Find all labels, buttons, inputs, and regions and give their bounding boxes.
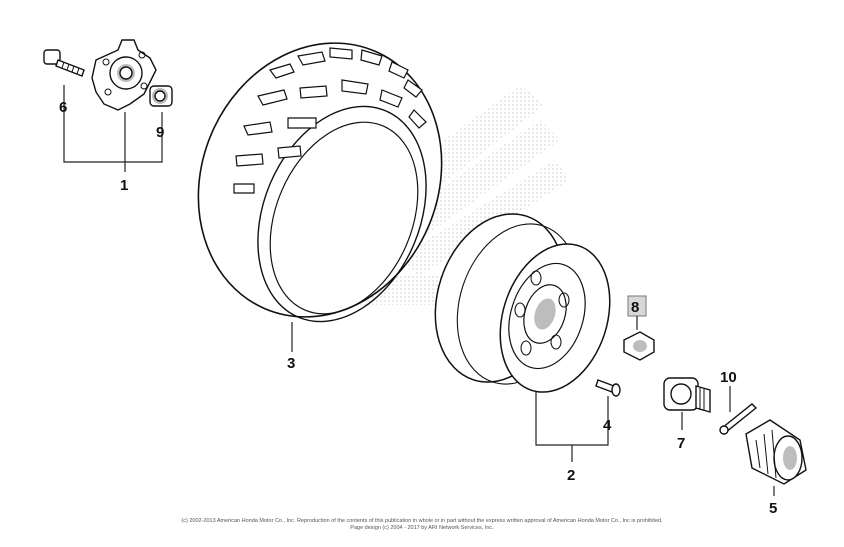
part-cotter-pin[interactable] xyxy=(719,403,758,435)
page-design-credit: Page design (c) 2004 - 2017 by ARI Netwo… xyxy=(350,525,494,531)
copyright-line: (c) 2002-2013 American Honda Motor Co., … xyxy=(181,518,663,524)
part-bolt[interactable] xyxy=(43,49,85,77)
part-wheel-cap[interactable] xyxy=(745,419,807,485)
callout-8[interactable]: 8 xyxy=(631,299,639,316)
callout-10[interactable]: 10 xyxy=(720,369,737,386)
part-castle-nut[interactable] xyxy=(663,377,711,413)
callout-3[interactable]: 3 xyxy=(287,355,295,372)
part-wheel-nut[interactable] xyxy=(623,331,655,361)
callout-9[interactable]: 9 xyxy=(156,124,164,141)
part-collar[interactable] xyxy=(149,85,173,107)
callout-6[interactable]: 6 xyxy=(59,99,67,116)
part-valve-stem[interactable] xyxy=(595,379,621,397)
callout-2[interactable]: 2 xyxy=(567,467,575,484)
part-tire[interactable] xyxy=(157,5,484,355)
callout-4[interactable]: 4 xyxy=(603,417,612,434)
tread-lugs xyxy=(233,47,427,194)
callout-1[interactable]: 1 xyxy=(120,177,128,194)
callout-5[interactable]: 5 xyxy=(769,500,777,517)
part-hub[interactable] xyxy=(91,39,157,111)
callout-7[interactable]: 7 xyxy=(677,435,685,452)
part-wheel-rim[interactable] xyxy=(414,197,627,406)
